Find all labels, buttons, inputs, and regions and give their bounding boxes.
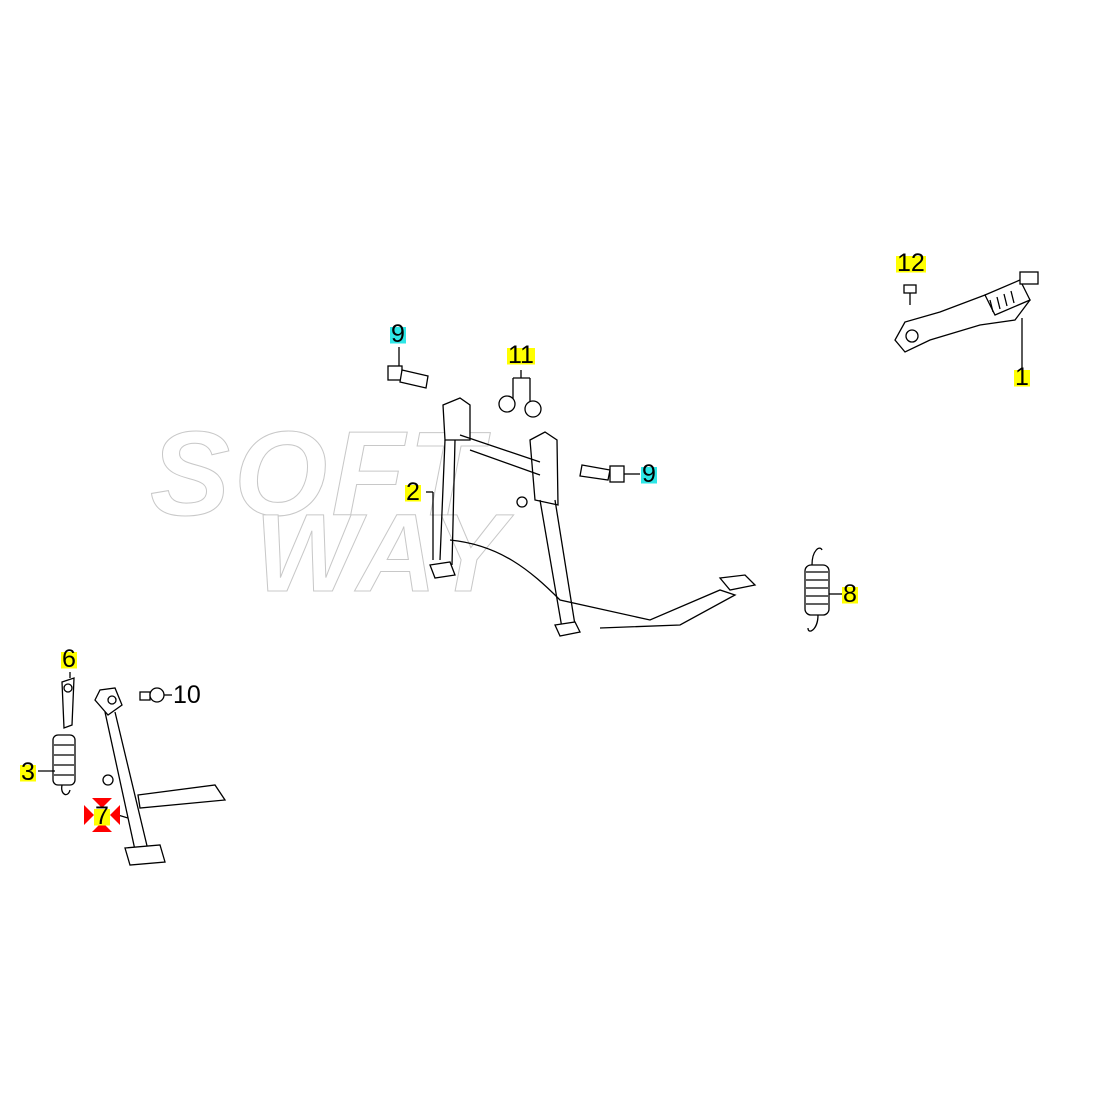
callout-9-right: 9 xyxy=(641,460,657,488)
watermark-way: WAY xyxy=(254,492,510,616)
callout-6: 6 xyxy=(61,645,77,673)
spring-8 xyxy=(804,547,842,632)
callout-9-top: 9 xyxy=(390,320,406,348)
callout-3: 3 xyxy=(20,758,36,786)
bolt-9-right xyxy=(579,464,640,483)
side-stand-plate-and-spring xyxy=(38,672,76,796)
callout-8: 8 xyxy=(842,580,858,608)
callout-7: 7 xyxy=(94,802,110,830)
callout-12: 12 xyxy=(896,249,926,277)
bolt-10 xyxy=(139,687,172,703)
bolt-9-top xyxy=(387,347,429,389)
callout-1: 1 xyxy=(1014,363,1030,391)
kick-start-lever xyxy=(894,271,1039,368)
callout-11: 11 xyxy=(507,341,535,369)
main-stand xyxy=(426,397,757,637)
side-stand xyxy=(94,687,227,866)
nuts-11 xyxy=(498,370,542,418)
callout-2: 2 xyxy=(405,478,421,506)
bolt-12 xyxy=(903,284,917,305)
callout-10: 10 xyxy=(173,681,201,709)
watermark-soft: SOFT xyxy=(150,407,486,542)
